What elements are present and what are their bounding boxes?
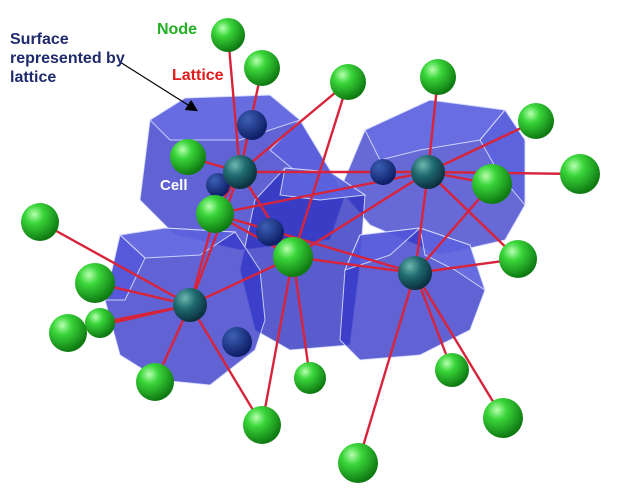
cell-node <box>398 256 432 290</box>
node <box>211 18 245 52</box>
node <box>420 59 456 95</box>
cell-bottom-right <box>339 227 486 361</box>
hidden-node <box>256 218 284 246</box>
node <box>499 240 537 278</box>
hidden-node <box>206 173 230 197</box>
cell-node <box>411 155 445 189</box>
cell-node <box>223 155 257 189</box>
hidden-node <box>370 159 396 185</box>
cells <box>104 94 526 386</box>
node <box>273 237 313 277</box>
surface-label: Surface represented by lattice <box>10 31 125 87</box>
node <box>294 362 326 394</box>
node <box>244 50 280 86</box>
inner-nodes-hidden <box>206 110 396 357</box>
node <box>560 154 600 194</box>
node-label: Node <box>157 21 197 38</box>
node <box>338 443 378 483</box>
node <box>243 406 281 444</box>
hidden-node <box>222 327 252 357</box>
cell-top-right <box>339 99 526 256</box>
hidden-node <box>237 110 267 140</box>
node <box>483 398 523 438</box>
node <box>75 263 115 303</box>
node <box>136 363 174 401</box>
nodes <box>21 18 600 483</box>
lattice-label: Lattice <box>172 67 224 84</box>
node <box>170 139 206 175</box>
node <box>85 308 115 338</box>
node <box>196 195 234 233</box>
node <box>330 64 366 100</box>
node <box>49 314 87 352</box>
node <box>435 353 469 387</box>
node <box>518 103 554 139</box>
cell-center-nodes <box>173 155 445 322</box>
cell-node <box>173 288 207 322</box>
node <box>21 203 59 241</box>
surface-pointer-arrow <box>119 61 199 112</box>
node <box>472 164 512 204</box>
cell-label: Cell <box>160 177 188 194</box>
